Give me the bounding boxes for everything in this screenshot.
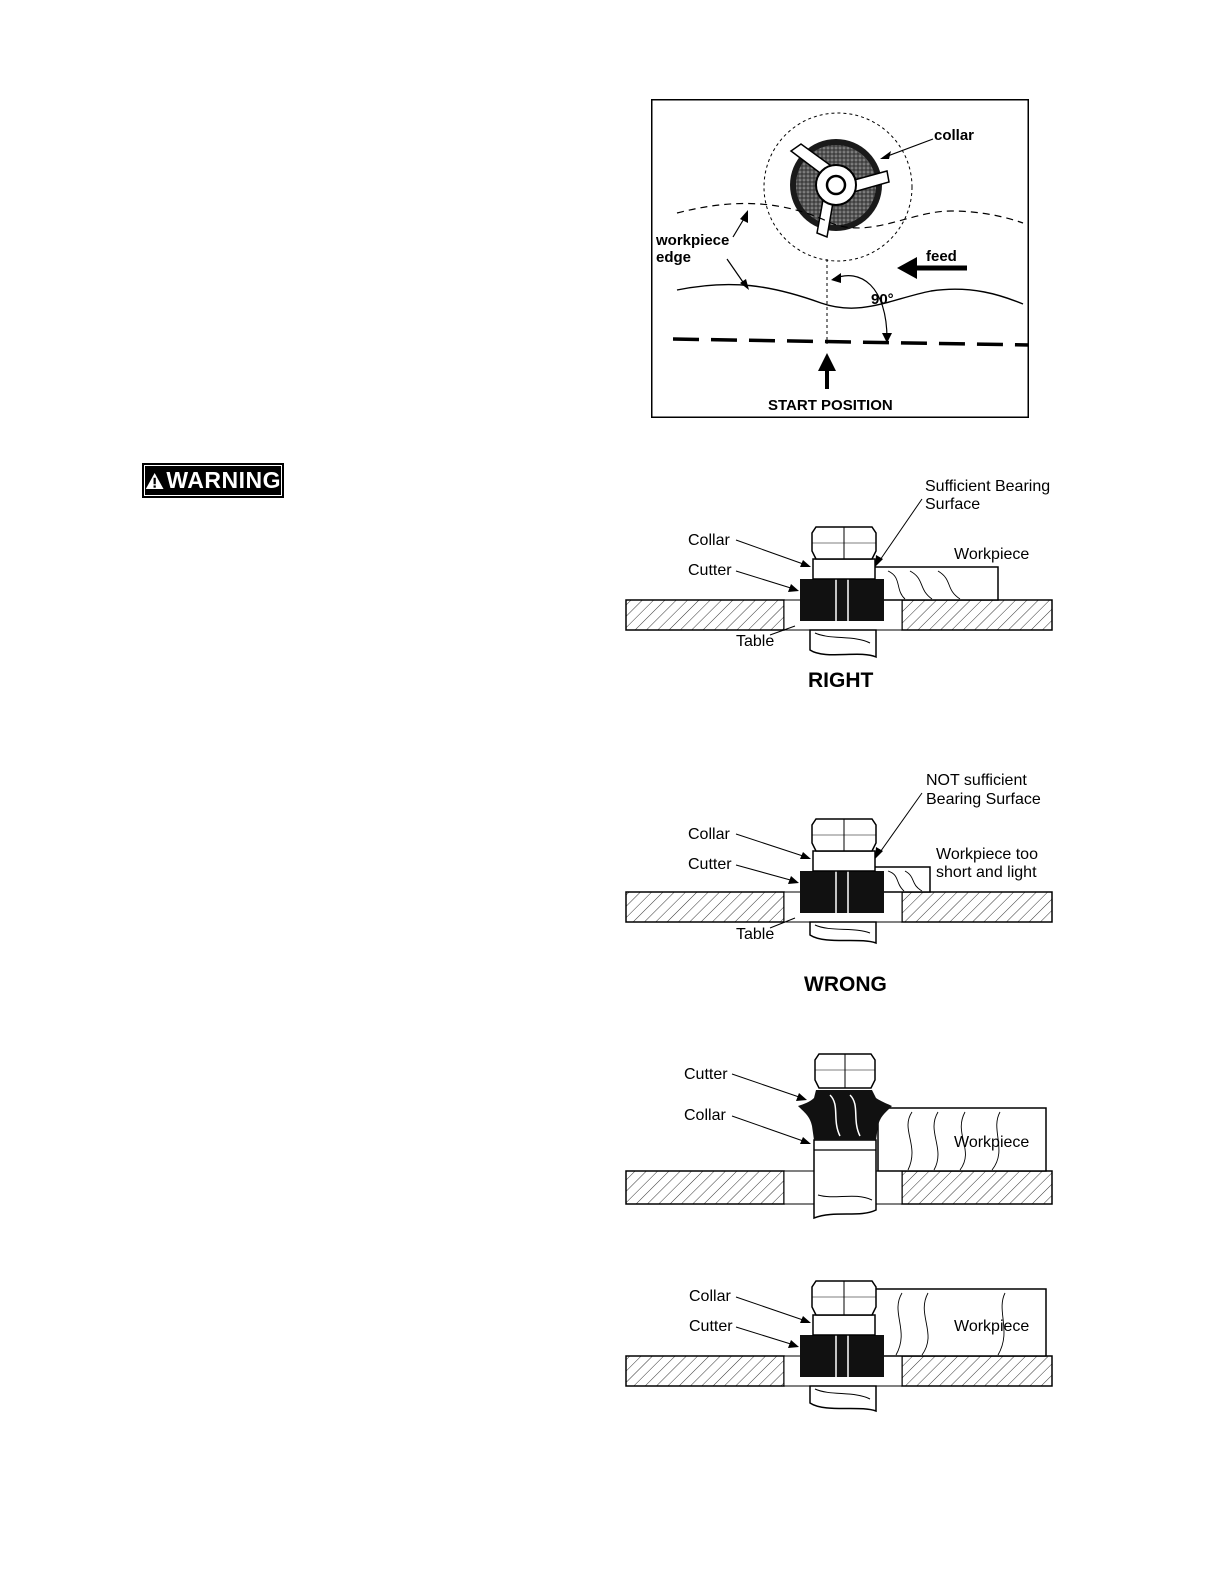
angle-label: 90° (871, 291, 894, 308)
collar (813, 1315, 875, 1335)
cutter (800, 579, 884, 621)
bearing-label-2: Surface (925, 496, 980, 513)
table-right (902, 892, 1052, 922)
warning-text: WARNING (166, 467, 281, 494)
workpiece-label: Workpiece (954, 1318, 1029, 1335)
cutter-label: Cutter (688, 562, 732, 579)
start-position-label: START POSITION (768, 397, 893, 414)
workpiece-label: Workpiece (954, 1134, 1029, 1151)
table-label: Table (736, 926, 774, 943)
workpiece-edge-label-1: workpiece (655, 232, 729, 249)
collar-label: Collar (688, 532, 730, 549)
wrong-caption: WRONG (804, 973, 887, 995)
warning-label: WARNING (142, 463, 284, 498)
wrong-setup-diagram: NOT sufficient Bearing Surface Collar Cu… (620, 765, 1060, 995)
bearing-label-1: Sufficient Bearing (925, 478, 1050, 495)
workpiece-edge-label-2: edge (656, 249, 691, 266)
collar-above-cutter-diagram: Collar Cutter Workpiece (620, 1275, 1060, 1420)
collar-label: collar (934, 127, 974, 144)
table-left (626, 1356, 784, 1386)
cutter-label: Cutter (684, 1066, 728, 1083)
feed-label: feed (926, 248, 957, 265)
collar-label: Collar (689, 1288, 731, 1305)
warning-triangle-icon (145, 470, 164, 492)
collar (814, 1140, 876, 1218)
collar-label: Collar (684, 1107, 726, 1124)
right-setup-diagram: Sufficient Bearing Surface Collar Cutter… (620, 475, 1060, 695)
bearing-label-2: Bearing Surface (926, 791, 1041, 808)
collar (813, 559, 875, 579)
table-right (902, 1171, 1052, 1204)
cutter-label: Cutter (688, 856, 732, 873)
spindle (810, 1386, 876, 1411)
collar (813, 851, 875, 871)
bearing-label-1: NOT sufficient (926, 772, 1027, 789)
table-left (626, 892, 784, 922)
table-right (902, 600, 1052, 630)
table-left (626, 600, 784, 630)
workpiece-label-2: short and light (936, 864, 1037, 881)
workpiece-label: Workpiece (954, 546, 1029, 563)
cutter (800, 871, 884, 913)
collar-label: Collar (688, 826, 730, 843)
table-right (902, 1356, 1052, 1386)
spindle (810, 630, 876, 657)
spindle (810, 922, 876, 943)
collar-below-cutter-diagram: Cutter Collar Workpiece (620, 1050, 1060, 1225)
table-label: Table (736, 633, 774, 650)
table-left (626, 1171, 784, 1204)
cutter-label: Cutter (689, 1318, 733, 1335)
workpiece-label-1: Workpiece too (936, 846, 1038, 863)
right-caption: RIGHT (808, 669, 874, 692)
start-position-diagram: collar workpiece edge feed 90° START POS… (651, 99, 1029, 418)
cutter (800, 1335, 884, 1377)
